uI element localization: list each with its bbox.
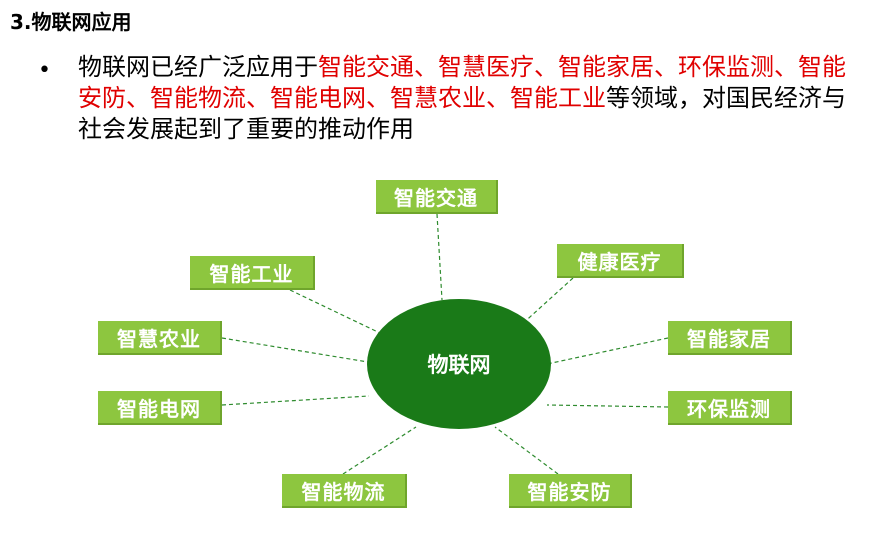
intro-paragraph: 物联网已经广泛应用于智能交通、智慧医疗、智能家居、环保监测、智能安防、智能物流、… <box>78 52 868 145</box>
highlight-item: 智能电网、 <box>270 84 390 112</box>
node-smart-industry: 智能工业 <box>190 256 315 290</box>
highlight-item: 智慧医疗、 <box>438 53 558 81</box>
highlight-item: 智能安防、 <box>78 53 846 112</box>
link-health-care <box>519 277 574 327</box>
highlight-item: 智能物流、 <box>150 84 270 112</box>
highlight-item: 智能家居、 <box>558 53 678 81</box>
node-health-care: 健康医疗 <box>557 244 684 278</box>
link-smart-home <box>546 337 669 365</box>
section-title: 3.物联网应用 <box>10 10 132 34</box>
node-smart-home: 智能家居 <box>668 321 792 355</box>
node-smart-grid: 智能电网 <box>98 391 222 425</box>
paragraph-prefix: 物联网已经广泛应用于 <box>78 53 318 81</box>
link-smart-industry <box>289 289 383 335</box>
node-smart-logistics: 智能物流 <box>282 474 407 508</box>
iot-hub-ellipse: 物联网 <box>367 299 551 429</box>
node-smart-security: 智能安防 <box>509 474 632 508</box>
highlight-item: 智能工业 <box>510 84 606 112</box>
highlight-item: 环保监测、 <box>678 53 798 81</box>
hub-label: 物联网 <box>427 353 491 377</box>
link-smart-logistics <box>342 426 417 475</box>
paragraph-suffix: 等领域，对国民经济与社会发展起到了重要的推动作用 <box>78 84 846 143</box>
highlight-item: 智慧农业、 <box>390 84 510 112</box>
link-smart-traffic <box>436 213 443 301</box>
link-env-monitoring <box>546 404 669 408</box>
node-smart-agriculture: 智慧农业 <box>98 321 222 355</box>
node-env-monitoring: 环保监测 <box>668 391 792 425</box>
link-smart-grid <box>221 395 370 406</box>
highlight-item: 智能交通、 <box>318 53 438 81</box>
bullet-point: • <box>38 58 51 83</box>
node-smart-traffic: 智能交通 <box>376 180 498 214</box>
link-smart-security <box>494 426 559 475</box>
link-smart-agriculture <box>221 337 369 363</box>
